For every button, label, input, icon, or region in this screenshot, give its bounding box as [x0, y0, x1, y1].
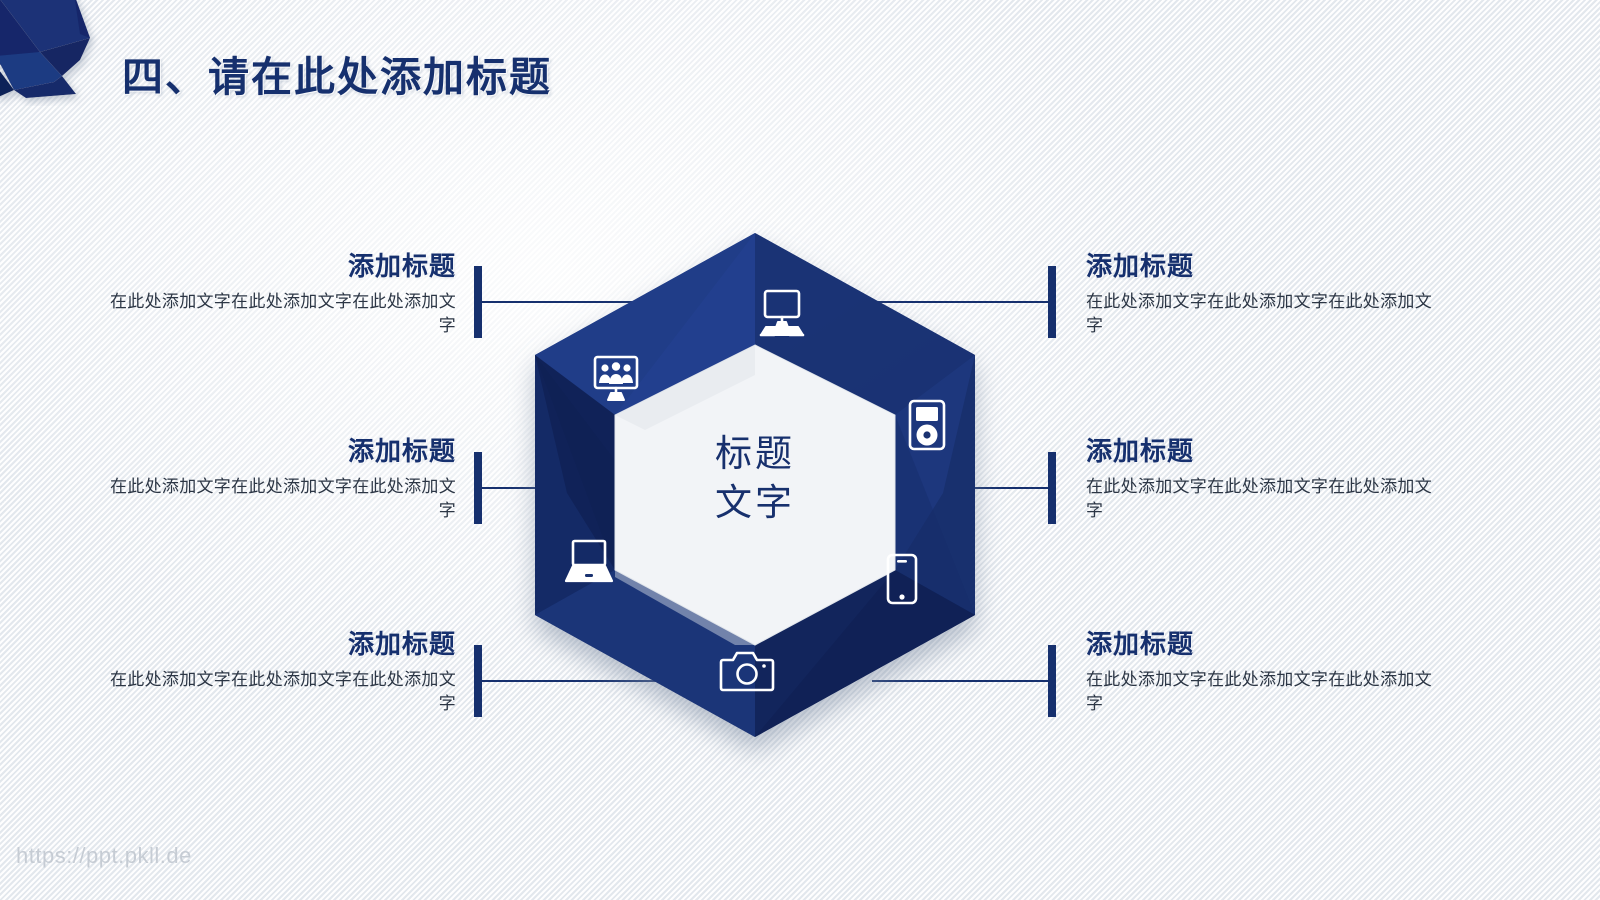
connector-line-left-1 — [482, 301, 660, 303]
block-title: 添加标题 — [1086, 436, 1195, 466]
text-block-left-1: 添加标题 在此处添加文字在此处添加文字在此处添加文字 — [96, 252, 456, 338]
desktop-monitor-icon[interactable] — [754, 285, 810, 341]
site-watermark: https://ppt.pkll.de — [16, 843, 192, 868]
page-title: 四、请在此处添加标题 — [122, 54, 552, 100]
connector-bar-left-3 — [474, 645, 482, 717]
connector-line-right-2 — [906, 487, 1048, 489]
block-body: 在此处添加文字在此处添加文字在此处添加文字 — [1086, 291, 1432, 335]
connector-bar-right-2 — [1048, 452, 1056, 524]
connector-bar-left-1 — [474, 266, 482, 338]
smartphone-icon[interactable] — [883, 552, 921, 606]
media-player-icon[interactable] — [905, 398, 949, 452]
block-body: 在此处添加文字在此处添加文字在此处添加文字 — [110, 291, 456, 335]
connector-line-right-1 — [872, 301, 1048, 303]
block-title: 添加标题 — [347, 251, 456, 281]
connector-bar-right-1 — [1048, 266, 1056, 338]
connector-bar-right-3 — [1048, 645, 1056, 717]
text-block-left-2: 添加标题 在此处添加文字在此处添加文字在此处添加文字 — [96, 437, 456, 523]
video-conference-icon[interactable] — [590, 352, 642, 404]
hexagon-graphic — [535, 233, 975, 737]
block-title: 添加标题 — [347, 436, 456, 466]
corner-origami-ornament — [0, 0, 106, 106]
block-body: 在此处添加文字在此处添加文字在此处添加文字 — [110, 476, 456, 520]
block-title: 添加标题 — [347, 629, 456, 659]
connector-line-right-3 — [872, 680, 1048, 682]
camera-icon[interactable] — [719, 646, 775, 694]
block-title: 添加标题 — [1086, 629, 1195, 659]
text-block-left-3: 添加标题 在此处添加文字在此处添加文字在此处添加文字 — [96, 630, 456, 716]
block-body: 在此处添加文字在此处添加文字在此处添加文字 — [1086, 669, 1432, 713]
block-title: 添加标题 — [1086, 251, 1195, 281]
connector-bar-left-2 — [474, 452, 482, 524]
text-block-right-3: 添加标题 在此处添加文字在此处添加文字在此处添加文字 — [1086, 630, 1446, 716]
block-body: 在此处添加文字在此处添加文字在此处添加文字 — [110, 669, 456, 713]
connector-line-left-3 — [482, 680, 660, 682]
text-block-right-2: 添加标题 在此处添加文字在此处添加文字在此处添加文字 — [1086, 437, 1446, 523]
block-body: 在此处添加文字在此处添加文字在此处添加文字 — [1086, 476, 1432, 520]
hexagon-diagram: 标题 文字 — [505, 225, 1005, 745]
laptop-icon[interactable] — [562, 537, 616, 585]
text-block-right-1: 添加标题 在此处添加文字在此处添加文字在此处添加文字 — [1086, 252, 1446, 338]
